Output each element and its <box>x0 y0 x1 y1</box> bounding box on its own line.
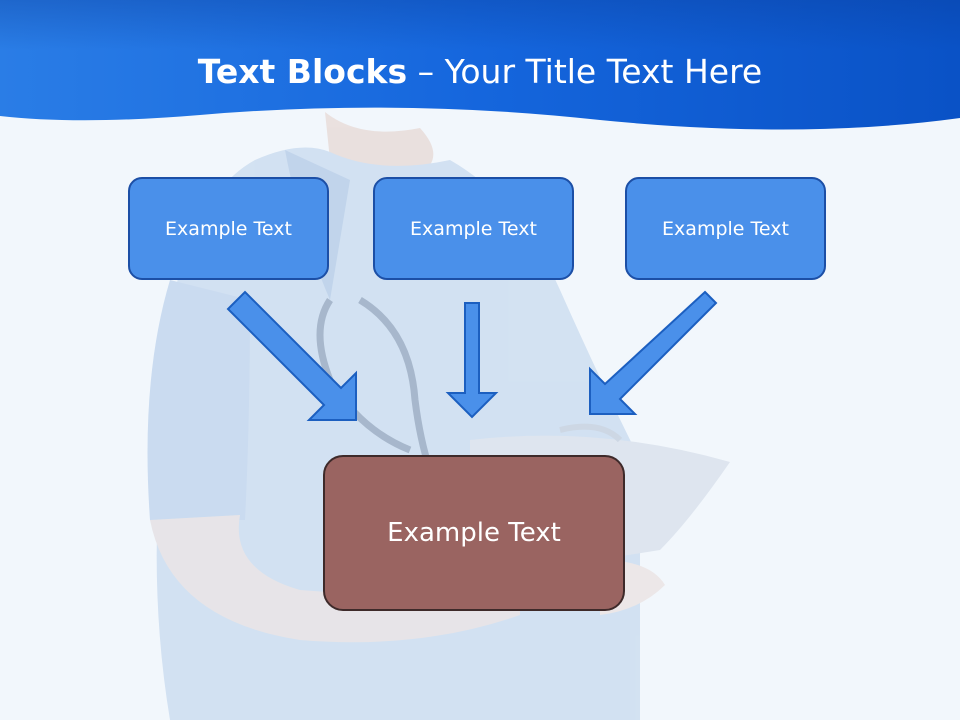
text-block-right-label: Example Text <box>662 217 789 240</box>
text-block-left[interactable]: Example Text <box>128 177 329 280</box>
slide-title: Text Blocks – Your Title Text Here <box>0 52 960 91</box>
text-block-center[interactable]: Example Text <box>373 177 574 280</box>
arrow-right-diagonal <box>589 290 718 415</box>
title-regular: Your Title Text Here <box>444 52 763 91</box>
arrow-left-diagonal <box>226 290 357 421</box>
text-block-right[interactable]: Example Text <box>625 177 826 280</box>
text-block-target[interactable]: Example Text <box>323 455 625 611</box>
text-block-left-label: Example Text <box>165 217 292 240</box>
arrow-center-down <box>445 302 499 419</box>
title-separator: – <box>407 52 445 91</box>
text-block-center-label: Example Text <box>410 217 537 240</box>
title-bold: Text Blocks <box>197 52 408 91</box>
text-block-target-label: Example Text <box>387 518 561 548</box>
